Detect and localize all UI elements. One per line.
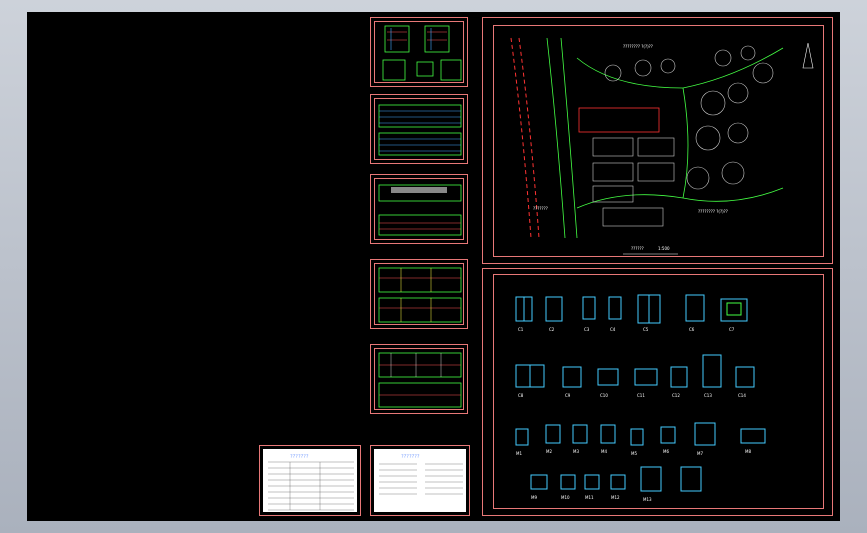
svg-text:M12: M12 xyxy=(611,495,620,500)
svg-text:M5: M5 xyxy=(631,451,637,456)
svg-text:C4: C4 xyxy=(610,327,616,332)
svg-text:M3: M3 xyxy=(573,449,579,454)
plan-1-thumbnail xyxy=(378,184,462,236)
elevation-thumbnail xyxy=(382,25,462,81)
road-label-left: ??????? xyxy=(533,206,548,211)
svg-text:C12: C12 xyxy=(672,393,680,398)
elevation-long-thumbnail xyxy=(378,104,462,156)
sheet-site-plan[interactable]: ???????? ?(?)?? ???????? ?(?)?? ??????? … xyxy=(482,17,833,264)
sheet-plan-1[interactable] xyxy=(370,174,468,244)
site-plan-drawing: ???????? ?(?)?? ???????? ?(?)?? ??????? … xyxy=(510,37,814,255)
svg-text:C10: C10 xyxy=(600,393,608,398)
sheet-plan-2[interactable] xyxy=(370,259,468,329)
plan-3-thumbnail xyxy=(378,352,462,408)
svg-text:M6: M6 xyxy=(663,449,669,454)
sheet-elevations[interactable] xyxy=(370,17,468,87)
svg-text:C13: C13 xyxy=(704,393,712,398)
window-schedule-drawing: C1 C2 C3 C4 C5 C6 C7 C8 C9 C10 C11 C12 C… xyxy=(515,294,766,502)
svg-text:M1: M1 xyxy=(516,451,522,456)
svg-text:C8: C8 xyxy=(518,393,524,398)
sheet-elevation-long[interactable] xyxy=(370,94,468,164)
svg-text:C5: C5 xyxy=(643,327,649,332)
sheet-table-right[interactable]: ??????? xyxy=(370,445,470,516)
svg-text:M7: M7 xyxy=(697,451,703,456)
table-right-content: ??????? xyxy=(379,454,463,495)
sheet-window-schedule[interactable]: C1 C2 C3 C4 C5 C6 C7 C8 C9 C10 C11 C12 C… xyxy=(482,268,833,516)
svg-text:C1: C1 xyxy=(518,327,524,332)
sheet-plan-3[interactable] xyxy=(370,344,468,414)
svg-text:M4: M4 xyxy=(601,449,607,454)
svg-text:C2: C2 xyxy=(549,327,555,332)
svg-text:C9: C9 xyxy=(565,393,571,398)
table-right-title: ??????? xyxy=(401,454,420,460)
table-left-content: ??????? xyxy=(268,454,354,511)
svg-text:M13: M13 xyxy=(643,497,652,502)
svg-text:M2: M2 xyxy=(546,449,552,454)
plan-2-thumbnail xyxy=(378,267,462,323)
svg-text:C14: C14 xyxy=(738,393,746,398)
svg-text:C11: C11 xyxy=(637,393,645,398)
svg-text:C7: C7 xyxy=(729,327,735,332)
svg-text:M11: M11 xyxy=(585,495,594,500)
svg-text:C6: C6 xyxy=(689,327,695,332)
svg-text:C3: C3 xyxy=(584,327,590,332)
site-plan-title: ?????? xyxy=(631,246,644,251)
road-label-bottom: ???????? ?(?)?? xyxy=(698,209,728,214)
road-label-top: ???????? ?(?)?? xyxy=(623,44,653,49)
svg-text:M9: M9 xyxy=(531,495,537,500)
svg-text:M8: M8 xyxy=(745,449,751,454)
site-plan-scale: 1:500 xyxy=(658,246,670,251)
table-left-title: ??????? xyxy=(290,454,309,460)
drawing-canvas[interactable]: ??????? ??????? xyxy=(27,12,840,521)
svg-text:M10: M10 xyxy=(561,495,570,500)
sheet-table-left[interactable]: ??????? xyxy=(259,445,361,516)
